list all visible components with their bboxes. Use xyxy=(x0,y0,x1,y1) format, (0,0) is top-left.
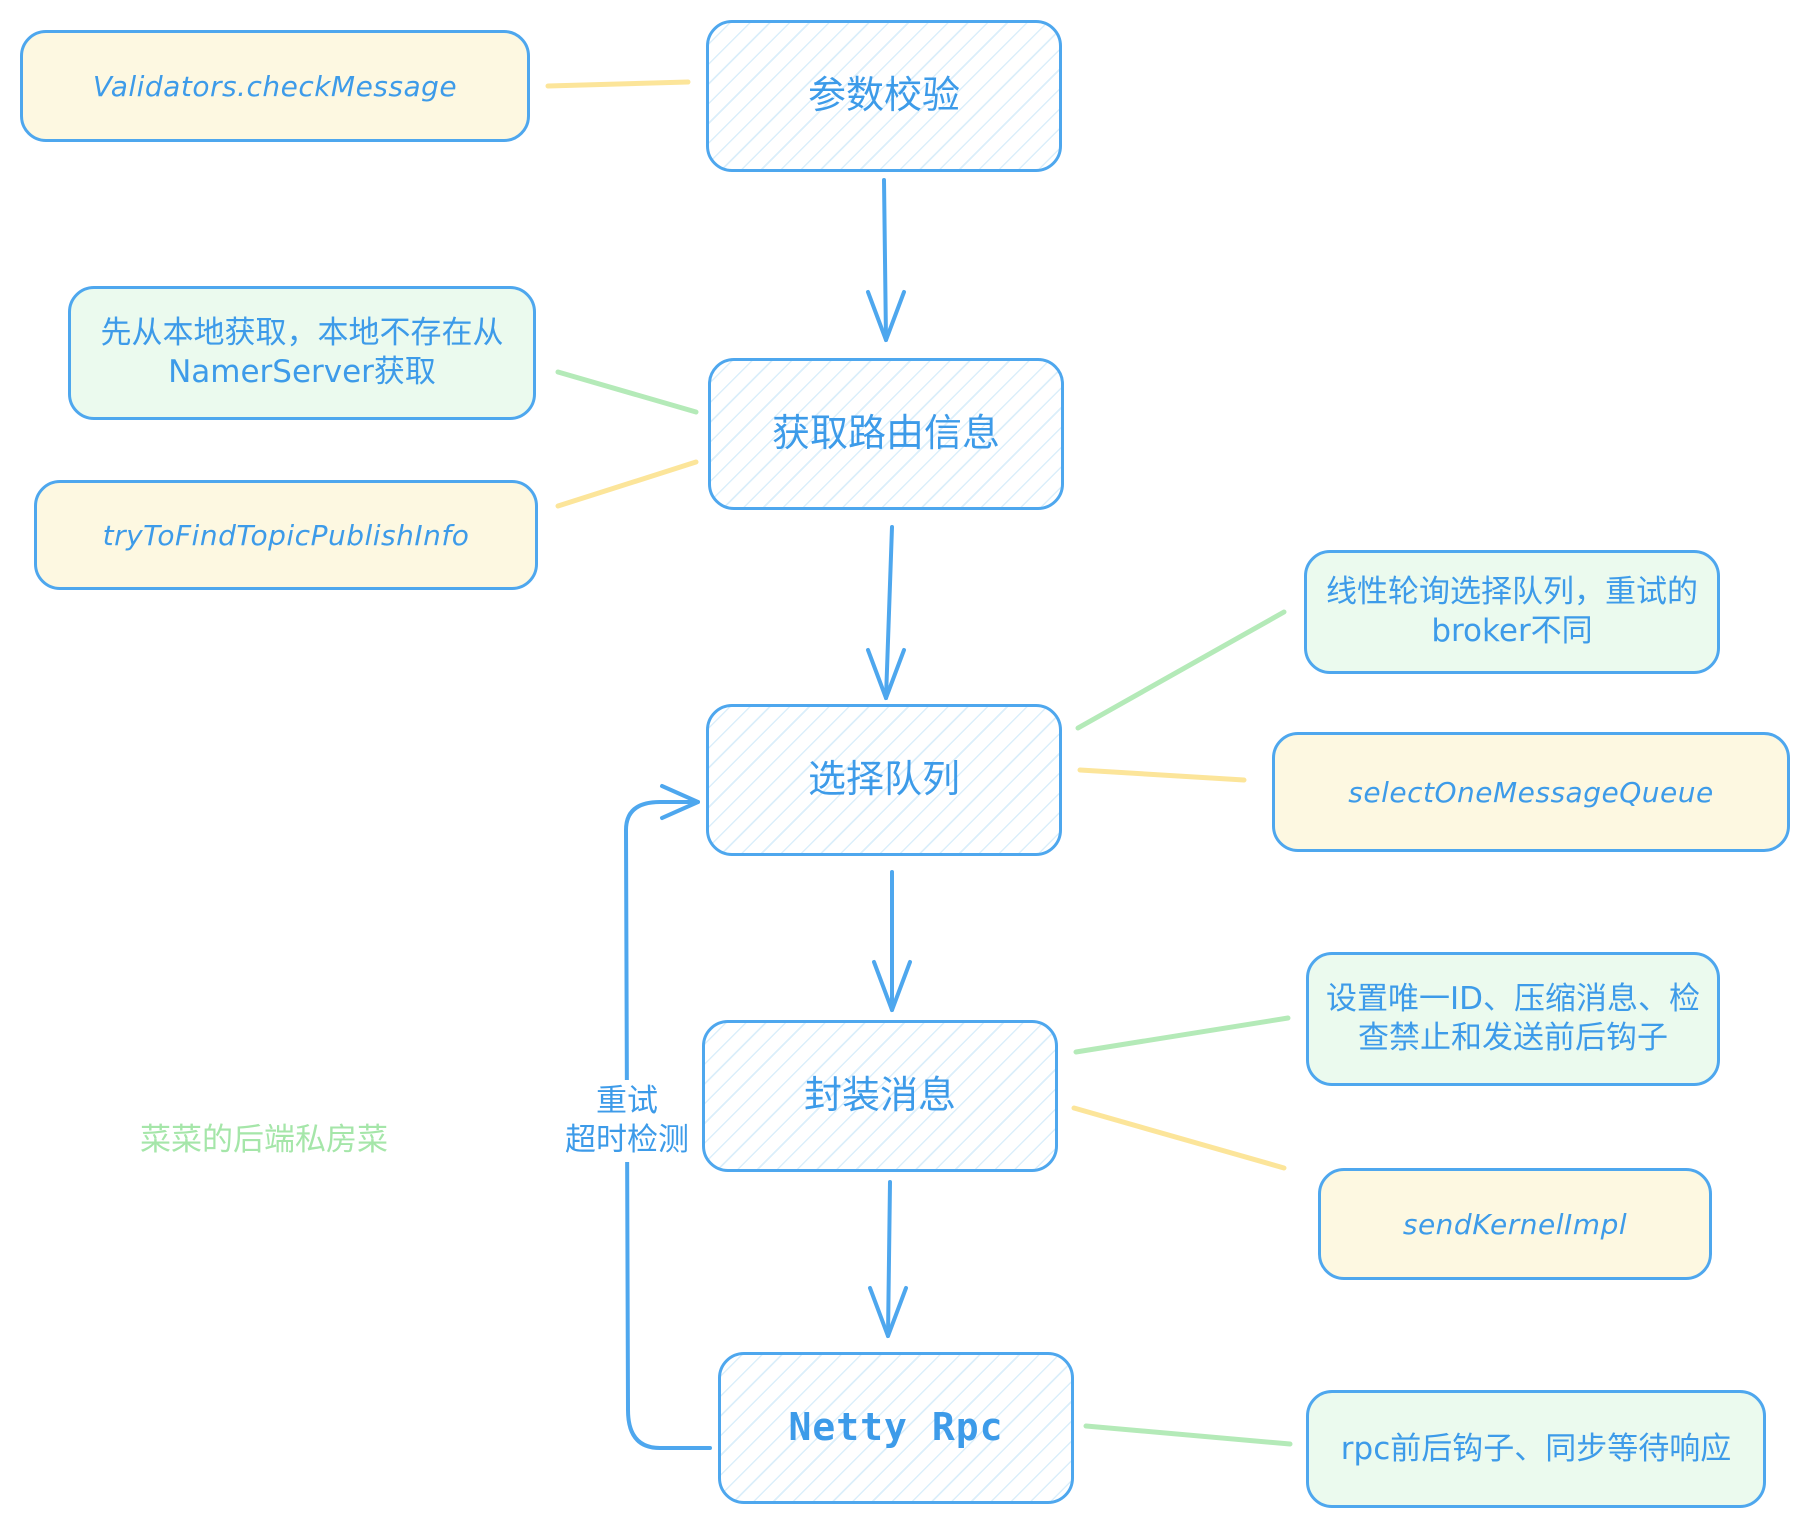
arrow-validate-to-route xyxy=(882,178,888,342)
step-netty-rpc: Netty Rpc xyxy=(718,1352,1074,1504)
connector-route-note xyxy=(555,369,699,415)
arrow-wrap-to-rpc xyxy=(886,1180,892,1338)
connector-rpc-note xyxy=(1083,1423,1293,1447)
note-queue-strategy: 线性轮询选择队列，重试的broker不同 xyxy=(1304,550,1720,674)
note-route-source: 先从本地获取，本地不存在从NamerServer获取 xyxy=(68,286,536,420)
arrow-queue-to-wrap-head xyxy=(872,960,912,1012)
arrow-validate-to-route-head xyxy=(866,290,906,342)
step-select-queue: 选择队列 xyxy=(706,704,1062,856)
retry-loop-arrow-head xyxy=(660,784,700,820)
arrow-wrap-to-rpc-head xyxy=(868,1286,908,1338)
note-validate-method: Validators.checkMessage xyxy=(20,30,530,142)
connector-queue-note xyxy=(1075,609,1287,731)
note-rpc-details: rpc前后钩子、同步等待响应 xyxy=(1306,1390,1766,1508)
note-wrap-details: 设置唯一ID、压缩消息、检查禁止和发送前后钩子 xyxy=(1306,952,1720,1086)
note-wrap-method: sendKernelImpl xyxy=(1318,1168,1712,1280)
retry-label: 重试 超时检测 xyxy=(556,1080,698,1162)
arrow-route-to-queue-head xyxy=(866,648,906,700)
step-get-route: 获取路由信息 xyxy=(708,358,1064,510)
step-validate: 参数校验 xyxy=(706,20,1062,172)
arrow-route-to-queue xyxy=(884,525,894,700)
connector-validate-method xyxy=(545,79,691,89)
connector-wrap-note xyxy=(1073,1015,1291,1055)
connector-wrap-method xyxy=(1071,1105,1287,1171)
connector-route-method xyxy=(555,459,699,509)
note-queue-method: selectOneMessageQueue xyxy=(1272,732,1790,852)
watermark-text: 菜菜的后端私房菜 xyxy=(140,1122,388,1158)
connector-queue-method xyxy=(1077,767,1247,783)
step-wrap-message: 封装消息 xyxy=(702,1020,1058,1172)
note-route-method: tryToFindTopicPublishInfo xyxy=(34,480,538,590)
